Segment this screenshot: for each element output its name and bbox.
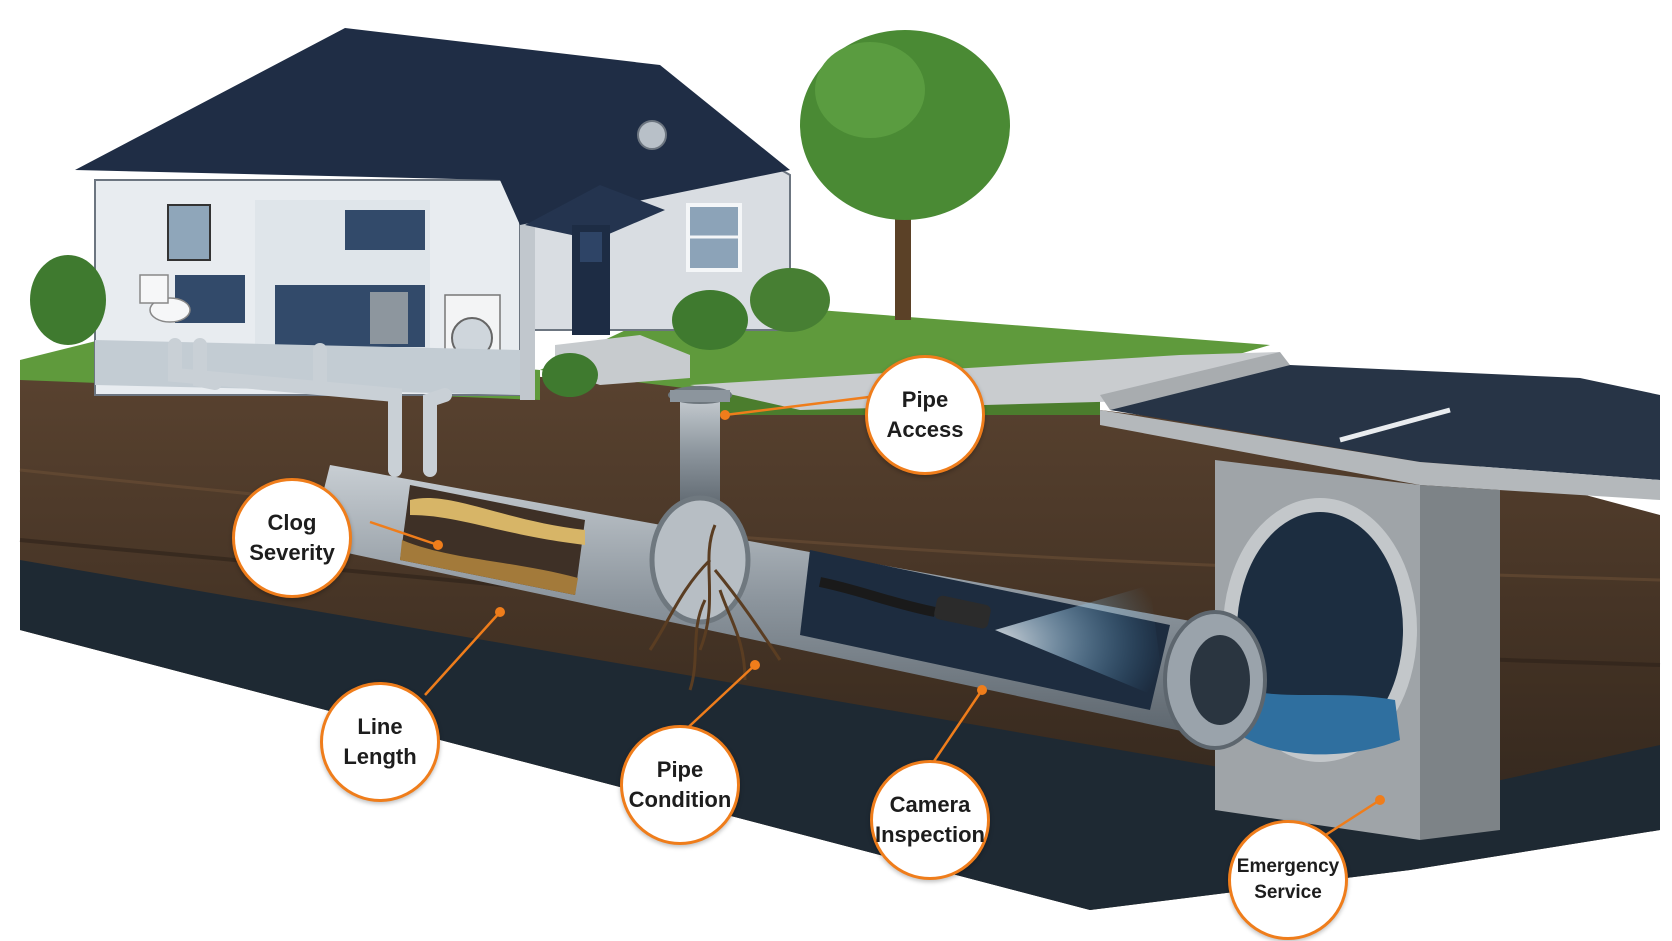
- street: [1100, 365, 1660, 500]
- callout-emergency-service: Emergency Service: [1228, 820, 1348, 940]
- callout-pipe-access-line1: Pipe: [901, 387, 949, 412]
- camera-cutaway: [800, 550, 1170, 710]
- kitchen-upper-cabinets: [345, 210, 425, 250]
- bathroom-mirror: [167, 204, 211, 261]
- callout-clog-severity: Clog Severity: [232, 478, 352, 598]
- callout-line-length: Line Length: [320, 682, 440, 802]
- callout-camera-inspection-line2: Inspection: [874, 822, 985, 847]
- callout-pipe-access-line2: Access: [886, 417, 964, 442]
- callout-pipe-access: Pipe Access: [865, 355, 985, 475]
- callout-line-length-line1: Line: [357, 714, 403, 739]
- toilet: [149, 297, 191, 323]
- callout-pipe-condition-line2: Condition: [628, 787, 732, 812]
- callout-line-length-line2: Length: [343, 744, 417, 769]
- roof: [75, 28, 790, 225]
- callout-emergency-service-line1: Emergency: [1236, 856, 1340, 877]
- callout-emergency-service-line2: Service: [1254, 882, 1322, 903]
- inspection-camera-head: [934, 595, 991, 629]
- callout-leader-dots: [433, 410, 1385, 805]
- house-drain-pipes: [168, 338, 452, 477]
- tree-roots: [648, 524, 782, 691]
- callout-clog-severity-line1: Clog: [267, 510, 317, 535]
- cleanout-riser: [668, 386, 732, 510]
- callout-pipe-condition-line1: Pipe: [656, 757, 704, 782]
- landscaping: [30, 30, 1010, 397]
- clog-cutaway: [400, 485, 585, 595]
- water-jet-spray: [995, 585, 1165, 700]
- sidewalk: [690, 352, 1290, 410]
- callout-pipe-condition: Pipe Condition: [620, 725, 740, 845]
- tree-trunk: [895, 190, 911, 320]
- sewer-lateral-pipe: [310, 386, 1267, 750]
- callout-clog-severity-line2: Severity: [249, 540, 335, 565]
- storm-drain-concrete-box: [1215, 460, 1500, 840]
- callout-camera-inspection-line1: Camera: [889, 792, 971, 817]
- callout-camera-inspection: Camera Inspection: [870, 760, 990, 880]
